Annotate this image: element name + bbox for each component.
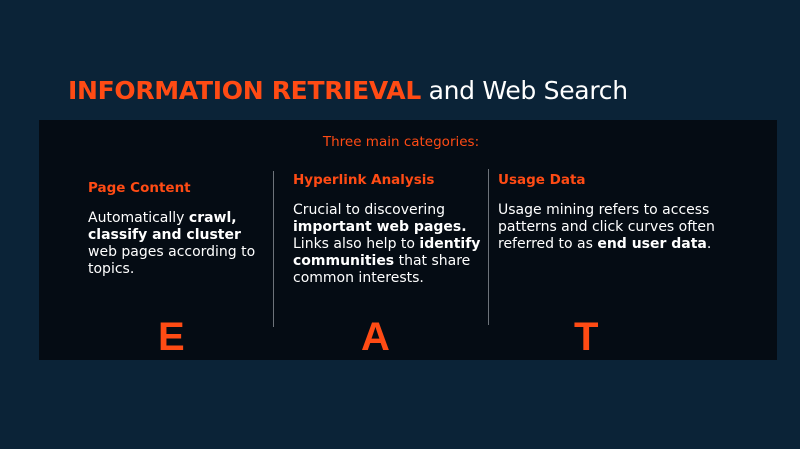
slide-title: INFORMATION RETRIEVAL and Web Search xyxy=(68,76,628,105)
body-text: Usage mining refers to access patterns a… xyxy=(498,202,715,252)
eat-letter-e: E xyxy=(158,315,185,359)
body-text: Links also help to xyxy=(293,236,420,252)
column-heading: Page Content xyxy=(88,180,191,196)
panel-subtitle: Three main categories: xyxy=(39,134,777,150)
column-usage-data: Usage Data Usage mining refers to access… xyxy=(498,172,753,253)
slide-title-rest: and Web Search xyxy=(420,76,628,105)
panel-subtitle-text: Three main categories: xyxy=(322,134,480,150)
eat-letter-t: T xyxy=(574,315,599,359)
column-heading: Hyperlink Analysis xyxy=(293,172,435,188)
column-body: Automatically crawl, classify and cluste… xyxy=(88,210,273,278)
categories-panel: Three main categories: Page Content Auto… xyxy=(39,120,777,360)
body-text: Automatically xyxy=(88,210,189,226)
body-bold-text: end user data xyxy=(597,236,707,252)
column-hyperlink-analysis: Hyperlink Analysis Crucial to discoverin… xyxy=(293,172,488,287)
column-body: Usage mining refers to access patterns a… xyxy=(498,202,753,253)
body-bold-text: identify communities xyxy=(293,236,481,269)
eat-letter-a: A xyxy=(361,315,390,359)
body-bold-text: important web pages. xyxy=(293,219,467,235)
body-text: that share common interests. xyxy=(293,253,471,286)
body-text: web pages according to topics. xyxy=(88,244,256,277)
column-divider xyxy=(488,169,489,325)
column-page-content: Page Content Automatically crawl, classi… xyxy=(88,180,273,278)
column-body: Crucial to discovering important web pag… xyxy=(293,202,488,287)
body-text: Crucial to discovering xyxy=(293,202,446,218)
column-divider xyxy=(273,171,274,327)
body-bold-text: crawl, classify and cluster xyxy=(88,210,241,243)
slide-title-accent: INFORMATION RETRIEVAL xyxy=(68,76,421,105)
column-heading: Usage Data xyxy=(498,172,586,188)
body-text: . xyxy=(706,236,712,252)
